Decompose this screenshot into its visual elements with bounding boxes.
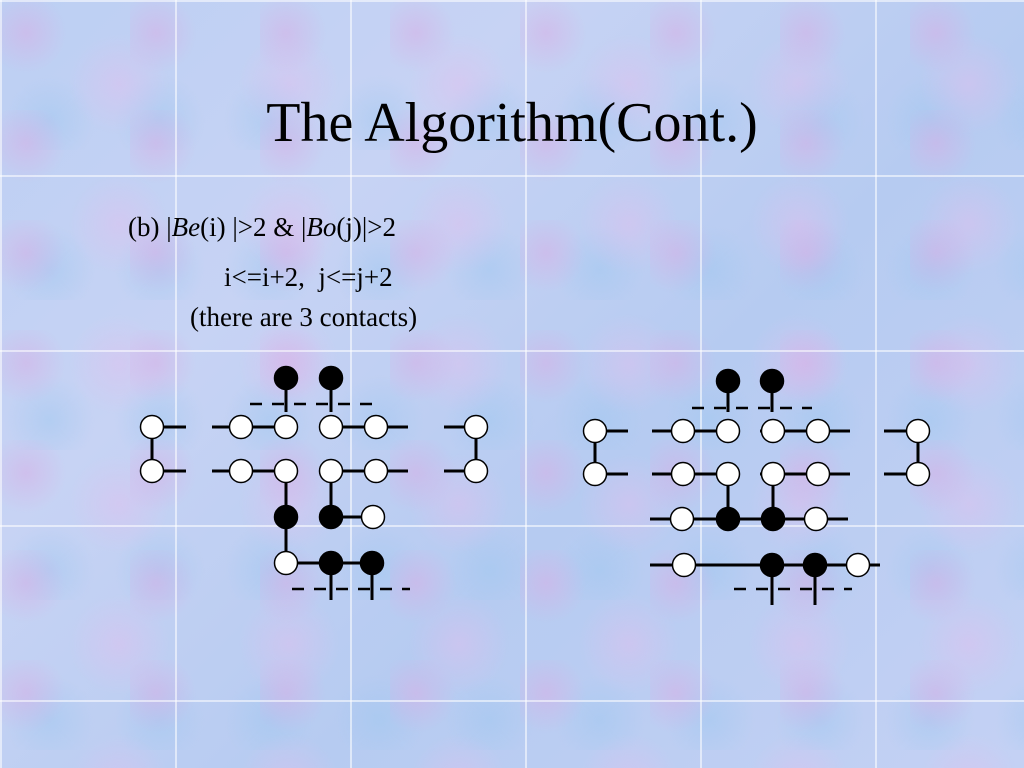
- open-node: [671, 552, 697, 578]
- filled-node: [715, 368, 741, 394]
- filled-node: [802, 552, 828, 578]
- filled-node: [759, 552, 785, 578]
- open-node: [360, 504, 386, 530]
- open-node: [463, 458, 489, 484]
- open-node: [845, 552, 871, 578]
- filled-node: [318, 504, 344, 530]
- filled-node: [715, 506, 741, 532]
- open-node: [139, 414, 165, 440]
- open-node: [273, 458, 299, 484]
- filled-node: [318, 550, 344, 576]
- open-node: [715, 418, 741, 444]
- open-node: [228, 414, 254, 440]
- be-argument: (i) |>2 & |: [200, 212, 307, 242]
- contacts-note: (there are 3 contacts): [190, 302, 418, 332]
- filled-node: [273, 504, 299, 530]
- open-node: [582, 418, 608, 444]
- open-node: [905, 461, 931, 487]
- filled-node: [759, 368, 785, 394]
- bo-symbol: Bo: [306, 212, 337, 242]
- open-node: [805, 461, 831, 487]
- open-node: [318, 458, 344, 484]
- open-node: [582, 461, 608, 487]
- slide-title: The Algorithm(Cont.): [266, 92, 758, 154]
- open-node: [363, 458, 389, 484]
- open-node: [905, 418, 931, 444]
- open-node: [318, 414, 344, 440]
- open-node: [670, 418, 696, 444]
- open-node: [273, 550, 299, 576]
- open-node: [760, 461, 786, 487]
- filled-node: [760, 506, 786, 532]
- filled-node: [273, 365, 299, 391]
- open-node: [760, 418, 786, 444]
- filled-node: [359, 550, 385, 576]
- open-node: [715, 461, 741, 487]
- filled-node: [318, 365, 344, 391]
- open-node: [273, 414, 299, 440]
- open-node: [805, 418, 831, 444]
- be-symbol: Be: [171, 212, 201, 242]
- open-node: [139, 458, 165, 484]
- open-node: [669, 506, 695, 532]
- open-node: [463, 414, 489, 440]
- open-node: [228, 458, 254, 484]
- case-prefix: (b) |: [128, 212, 172, 242]
- bo-argument: (j)|>2: [336, 212, 397, 242]
- open-node: [363, 414, 389, 440]
- open-node: [670, 461, 696, 487]
- update-rule: i<=i+2, j<=j+2: [224, 262, 393, 292]
- open-node: [803, 506, 829, 532]
- case-condition: (b) |Be(i) |>2 & |Bo(j)|>2: [128, 210, 396, 244]
